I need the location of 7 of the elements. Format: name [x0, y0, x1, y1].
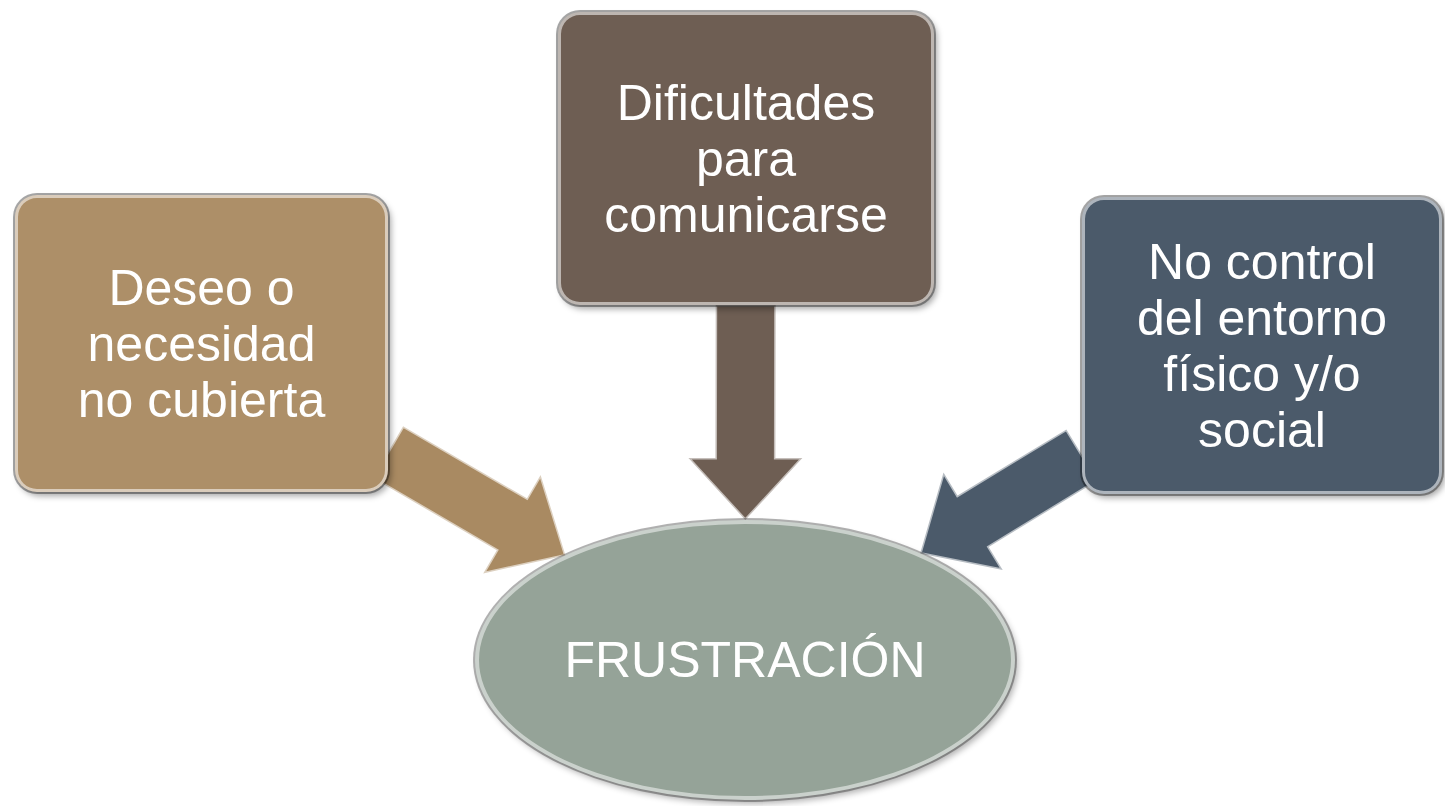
process-box: [558, 12, 934, 305]
process-box: [1082, 197, 1442, 494]
node-text: Dificultades para comunicarse: [603, 74, 889, 243]
node-text: FRUSTRACIÓN: [563, 632, 927, 688]
process-box: [15, 195, 388, 492]
node-text: No control del entorno físico y/o social: [1135, 233, 1389, 458]
node-text: Deseo o necesidad no cubierta: [76, 259, 327, 428]
